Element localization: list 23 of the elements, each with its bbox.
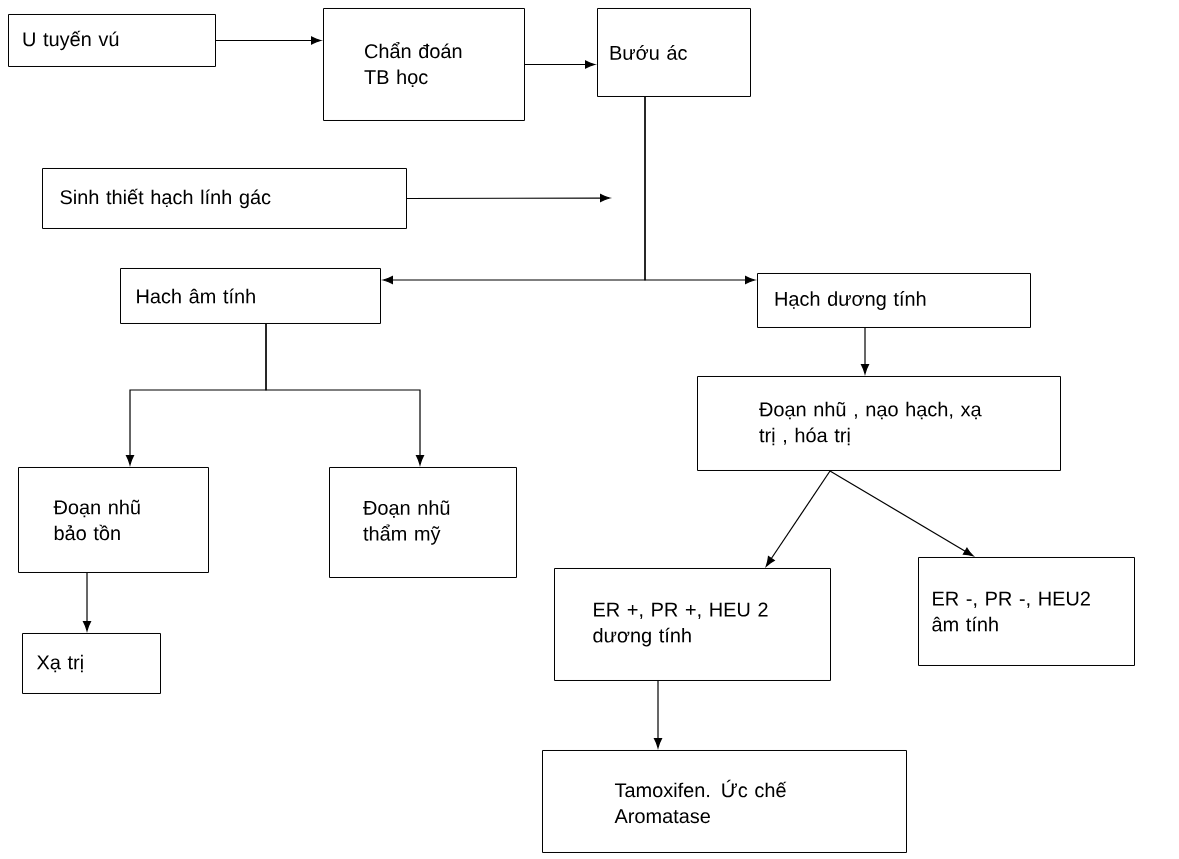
arrow <box>860 327 870 375</box>
process-box: ER -, PR -, HEU2 âm tính <box>918 557 1135 666</box>
arrow <box>265 323 425 466</box>
process-box: Tamoxifen. Ức chế Aromatase <box>542 750 907 853</box>
process-box: Đoạn nhũ bảo tồn <box>18 467 209 573</box>
arrow <box>406 193 611 203</box>
process-box: Bướu ác <box>597 8 751 97</box>
process-box: Hach âm tính <box>120 268 381 324</box>
arrow <box>644 96 756 285</box>
process-box: ER +, PR +, HEU 2 dương tính <box>554 568 831 681</box>
process-box: Chẩn đoán TB học <box>323 8 525 121</box>
arrow <box>524 60 596 69</box>
process-box: U tuyến vú <box>8 14 216 67</box>
process-box: Đoạn nhũ , nạo hạch, xạ trị , hóa trị <box>697 376 1061 471</box>
process-box: Hạch dương tính <box>757 273 1031 328</box>
process-box: Xạ trị <box>22 633 161 694</box>
arrow <box>765 470 831 567</box>
process-box: Sinh thiết hạch lính gác <box>42 168 407 229</box>
process-box: Đoạn nhũ thẩm mỹ <box>329 467 517 578</box>
arrow <box>215 36 322 45</box>
arrow <box>829 470 974 557</box>
arrow <box>653 680 663 749</box>
arrow <box>82 572 92 632</box>
